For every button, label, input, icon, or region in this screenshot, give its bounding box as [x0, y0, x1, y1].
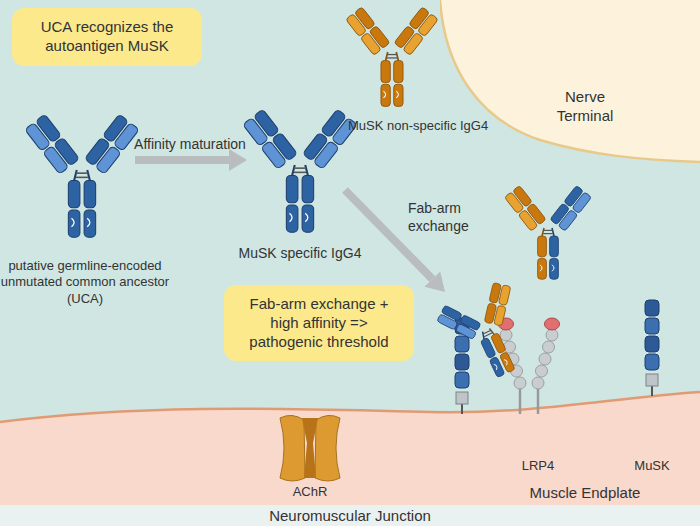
arrow-label: Affinity maturation — [125, 136, 255, 154]
antibody — [25, 114, 140, 237]
ground-strip — [0, 505, 700, 526]
process-arrow — [135, 149, 247, 171]
antibody — [346, 7, 439, 107]
protein-label: MuSK — [622, 458, 682, 474]
antibody-label: putative germline-encoded unmutated comm… — [0, 258, 170, 307]
antibody — [504, 185, 591, 279]
region-label: Nerve Terminal — [540, 88, 630, 126]
antibody-label: MuSK specific IgG4 — [230, 245, 370, 263]
callout-box: UCA recognizes the autoantigen MuSK — [12, 8, 202, 66]
protein-label: LRP4 — [508, 458, 568, 474]
achr-channel — [280, 415, 340, 481]
callout-text: UCA recognizes the autoantigen MuSK — [22, 18, 192, 56]
region-label: Muscle Endplate — [520, 484, 650, 503]
protein-label: AChR — [280, 484, 340, 500]
nerve-terminal: Nerve Terminal — [440, 0, 700, 170]
figure-caption: Neuromuscular Junction — [0, 507, 700, 526]
musk-receptor — [645, 300, 659, 396]
callout-box: Fab-arm exchange + high affinity => path… — [224, 285, 414, 361]
callout-text: Fab-arm exchange + high affinity => path… — [234, 295, 404, 351]
antibody — [432, 277, 543, 391]
lrp4-receptor — [499, 318, 560, 414]
arrow-label: Fab-arm exchange — [408, 200, 483, 235]
antibody-label: MuSK non-specific IgG4 — [348, 118, 513, 134]
muscle-endplate: Muscle Endplate — [0, 380, 700, 506]
nerve-terminal-outline — [440, 0, 700, 170]
antibody — [243, 109, 358, 232]
